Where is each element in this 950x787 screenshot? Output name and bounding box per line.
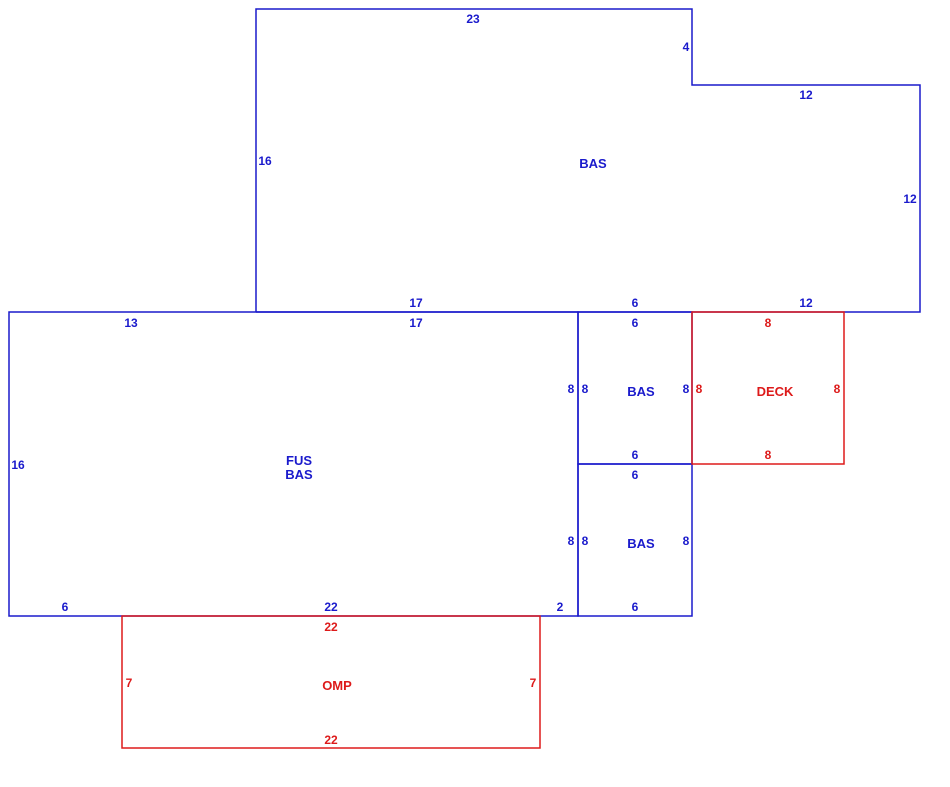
bas-upper-dim-notch-top: 12 <box>799 88 813 102</box>
bas-small-upper-dim-top: 6 <box>632 316 639 330</box>
bas-upper-outline <box>255 8 921 313</box>
fus-bas-dim-bottom-mid: 22 <box>324 600 338 614</box>
omp-dim-bottom: 22 <box>324 733 338 747</box>
area-omp-outline <box>121 615 541 749</box>
deck-dim-left: 8 <box>696 382 703 396</box>
bas-small-lower-dim-right: 8 <box>683 534 690 548</box>
fus-bas-dim-right-lower: 8 <box>568 534 575 548</box>
area-deck-outline <box>691 311 845 465</box>
fus-bas-dim-bottom-right: 2 <box>557 600 564 614</box>
bas-upper-label: BAS <box>579 156 607 171</box>
deck-label: DECK <box>757 384 794 399</box>
deck-dim-bottom: 8 <box>765 448 772 462</box>
deck-dim-right: 8 <box>834 382 841 396</box>
bas-upper-dim-top: 23 <box>466 12 480 26</box>
fus-bas-dim-top-left: 13 <box>124 316 138 330</box>
omp-label: OMP <box>322 678 352 693</box>
bas-small-lower-dim-left: 8 <box>582 534 589 548</box>
bas-small-lower-dim-bottom: 6 <box>632 600 639 614</box>
fus-bas-label-line2: BAS <box>285 467 313 482</box>
bas-upper-dim-bottom-left: 17 <box>409 296 423 310</box>
area-bas-upper <box>255 8 921 313</box>
bas-small-upper-dim-left: 8 <box>582 382 589 396</box>
bas-upper-dim-left: 16 <box>258 154 272 168</box>
bas-upper-dim-right: 12 <box>903 192 917 206</box>
area-bas-small-lower-outline <box>577 463 693 617</box>
bas-upper-dim-notch-right: 4 <box>683 40 690 54</box>
omp-dim-left: 7 <box>126 676 133 690</box>
fus-bas-dim-right-upper: 8 <box>568 382 575 396</box>
bas-small-upper-dim-right: 8 <box>683 382 690 396</box>
bas-small-upper-dim-bottom: 6 <box>632 448 639 462</box>
omp-dim-top: 22 <box>324 620 338 634</box>
fus-bas-label-line1: FUS <box>286 453 312 468</box>
bas-upper-dim-bottom-right: 12 <box>799 296 813 310</box>
bas-small-lower-dim-top: 6 <box>632 468 639 482</box>
fus-bas-dim-top-right: 17 <box>409 316 423 330</box>
fus-bas-dim-left: 16 <box>11 458 25 472</box>
fus-bas-dim-bottom-left: 6 <box>62 600 69 614</box>
bas-small-upper-label: BAS <box>627 384 655 399</box>
bas-upper-dim-bottom-mid: 6 <box>632 296 639 310</box>
bas-small-lower-label: BAS <box>627 536 655 551</box>
omp-dim-right: 7 <box>530 676 537 690</box>
deck-dim-top: 8 <box>765 316 772 330</box>
